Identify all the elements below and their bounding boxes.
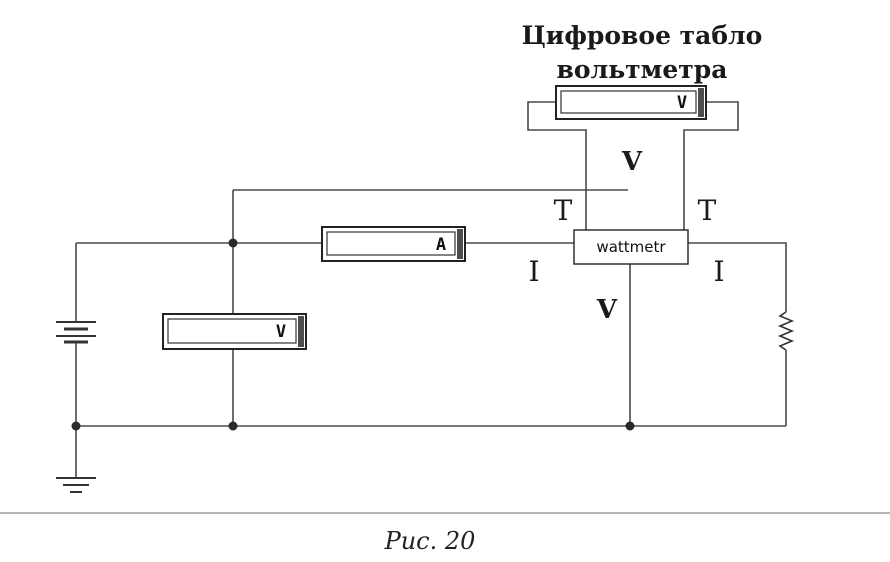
voltmeter-symbol: V bbox=[276, 322, 286, 342]
voltmeter-display: V bbox=[555, 85, 707, 120]
heading-line-2: вольтметра bbox=[557, 55, 728, 84]
ammeter: A bbox=[321, 226, 466, 262]
heading-line-1: Цифровое табло bbox=[522, 21, 763, 50]
junction-node bbox=[71, 421, 81, 431]
wire-main-right bbox=[688, 242, 787, 312]
voltmeter-display-symbol: V bbox=[677, 93, 687, 113]
voltmeter: V bbox=[162, 313, 307, 350]
terminal-t-right: T bbox=[698, 194, 717, 227]
terminal-v-bottom: V bbox=[596, 295, 618, 325]
terminal-i-right: I bbox=[713, 255, 724, 288]
wire-display-left bbox=[527, 101, 587, 230]
battery-icon bbox=[56, 321, 96, 344]
wire-display-right bbox=[683, 101, 739, 230]
ground-icon bbox=[56, 477, 96, 493]
terminal-i-left: I bbox=[528, 255, 539, 288]
junction-node bbox=[625, 421, 635, 431]
terminal-v-top: V bbox=[621, 147, 643, 177]
junction-node bbox=[228, 421, 238, 431]
wattmeter: wattmetr bbox=[573, 229, 689, 265]
terminal-t-left: T bbox=[554, 194, 573, 227]
junction-node bbox=[228, 238, 238, 248]
resistor-icon bbox=[777, 311, 795, 351]
figure-caption: Рис. 20 bbox=[384, 527, 476, 555]
ammeter-symbol: A bbox=[436, 235, 446, 255]
circuit-wires bbox=[75, 101, 787, 478]
wattmeter-label: wattmetr bbox=[596, 238, 666, 256]
